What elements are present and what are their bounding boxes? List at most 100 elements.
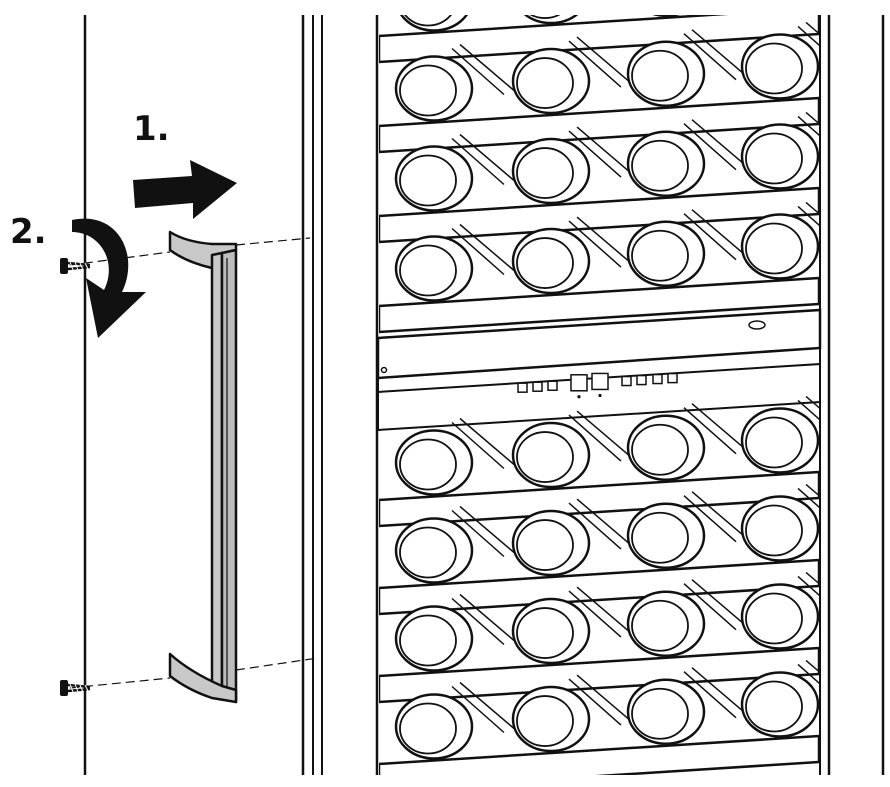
bottle-4-1 <box>511 421 591 489</box>
shelf-rail-6-0 <box>451 593 515 646</box>
shelf-rail-2-2 <box>683 119 747 171</box>
shelf-rail-2-1 <box>568 126 632 178</box>
bottle-base-6-0 <box>399 614 457 667</box>
bottle-0-3 <box>742 0 818 8</box>
shelf-rail-3-3 <box>797 201 819 227</box>
rack-content <box>379 0 819 775</box>
panel-button-4 <box>636 374 647 386</box>
bottle-base-5-1 <box>516 519 574 571</box>
bottle-base-1-2 <box>631 49 689 102</box>
bottle-base-6-3 <box>745 592 803 645</box>
shelf-rail-6-3 <box>797 571 819 597</box>
bottle-base-2-1 <box>516 147 574 199</box>
shelf-front-6 <box>379 646 819 704</box>
bottle-base-3-1 <box>516 237 574 289</box>
bottle-base-6-1 <box>516 607 574 659</box>
shelf-front-7 <box>379 734 819 775</box>
step-2-label: 2. <box>10 212 47 252</box>
bottle-base-3-2 <box>631 229 689 282</box>
panel-display-dot-1 <box>598 393 602 398</box>
bottle-base-0-2 <box>632 0 688 11</box>
bottle-2-1 <box>511 137 591 205</box>
bottle-6-1 <box>511 597 591 665</box>
shelf-rail-3-0 <box>451 223 515 276</box>
bottle-4-0 <box>394 429 474 496</box>
panel-button-5 <box>652 373 663 385</box>
shelf-rail-1-3 <box>797 21 819 47</box>
shelf-rail-7-1 <box>568 674 632 726</box>
bottle-base-2-0 <box>399 154 457 207</box>
bottle-base-2-3 <box>745 132 803 185</box>
bottle-base-4-2 <box>631 423 689 476</box>
bottle-base-7-0 <box>399 702 457 755</box>
bottle-2-0 <box>394 145 474 212</box>
bottle-base-4-3 <box>745 416 803 469</box>
panel-display-1 <box>591 372 609 391</box>
bottle-3-1 <box>511 227 591 295</box>
bottle-3-2 <box>626 220 706 287</box>
shelf-rail-1-1 <box>568 36 632 88</box>
screw-bottom <box>60 680 91 696</box>
shelf-rail-6-1 <box>568 586 632 638</box>
bottle-base-7-3 <box>745 680 803 733</box>
shelf-front-1 <box>379 96 819 154</box>
panel-button-3 <box>621 375 632 387</box>
bottle-base-4-0 <box>399 438 457 491</box>
wine-rack <box>379 0 819 775</box>
control-panel <box>376 308 822 432</box>
shelf-rail-7-2 <box>683 667 747 719</box>
shelf-rail-0-0 <box>452 0 514 5</box>
bottle-5-0 <box>394 517 474 584</box>
step-1-arrow <box>133 160 237 219</box>
panel-display-0 <box>570 374 588 392</box>
bottle-base-0-1 <box>529 15 561 19</box>
bottle-3-0 <box>394 235 474 302</box>
bottle-base-6-2 <box>631 599 689 652</box>
bottle-base-5-0 <box>399 526 457 579</box>
bottle-1-2 <box>626 40 706 107</box>
shelf-rail-1-0 <box>451 43 515 96</box>
bottle-6-2 <box>626 590 706 657</box>
bottle-0-1 <box>523 15 579 25</box>
shelf-rail-5-1 <box>568 498 632 550</box>
panel-button-6 <box>667 372 678 384</box>
bottle-base-0-3 <box>746 0 802 3</box>
bottle-base-1-3 <box>745 42 803 95</box>
shelf-rail-3-1 <box>568 216 632 268</box>
bottle-3-3 <box>740 213 819 280</box>
bottle-0-0 <box>399 15 469 32</box>
shelf-front-0 <box>379 15 819 64</box>
shelf-rail-4-0 <box>451 417 515 470</box>
bottle-base-1-0 <box>399 64 457 117</box>
bottle-7-0 <box>394 693 474 760</box>
bottle-base-5-3 <box>745 504 803 557</box>
bottle-base-4-1 <box>516 431 574 483</box>
shelf-rail-4-2 <box>683 403 747 455</box>
shelf-rail-7-0 <box>451 681 515 734</box>
bottle-1-0 <box>394 55 474 122</box>
shelf-rail-5-3 <box>797 483 819 509</box>
bottle-1-1 <box>511 47 591 115</box>
bottle-base-7-1 <box>516 695 574 747</box>
panel-button-1 <box>532 381 543 392</box>
bottle-6-3 <box>740 583 819 650</box>
bottle-base-7-2 <box>631 687 689 740</box>
shelf-rail-7-3 <box>797 659 819 685</box>
bottle-base-2-2 <box>631 139 689 192</box>
bottle-7-1 <box>511 685 591 753</box>
panel-display-dot-0 <box>577 395 581 399</box>
bottle-5-1 <box>511 509 591 577</box>
shelf-rail-6-2 <box>683 579 747 631</box>
bottle-1-3 <box>740 33 819 100</box>
bottle-2-3 <box>740 123 819 190</box>
shelf-front-4 <box>379 470 819 528</box>
shelf-rail-4-3 <box>797 395 819 421</box>
bottle-base-5-2 <box>631 511 689 564</box>
shelf-rail-2-0 <box>451 133 515 186</box>
shelf-rail-2-3 <box>797 111 819 137</box>
shelf-front-2 <box>379 186 819 244</box>
bottle-2-2 <box>626 130 706 197</box>
bottle-7-3 <box>740 671 819 738</box>
shelf-rail-3-2 <box>683 209 747 261</box>
bottle-4-2 <box>626 414 706 481</box>
